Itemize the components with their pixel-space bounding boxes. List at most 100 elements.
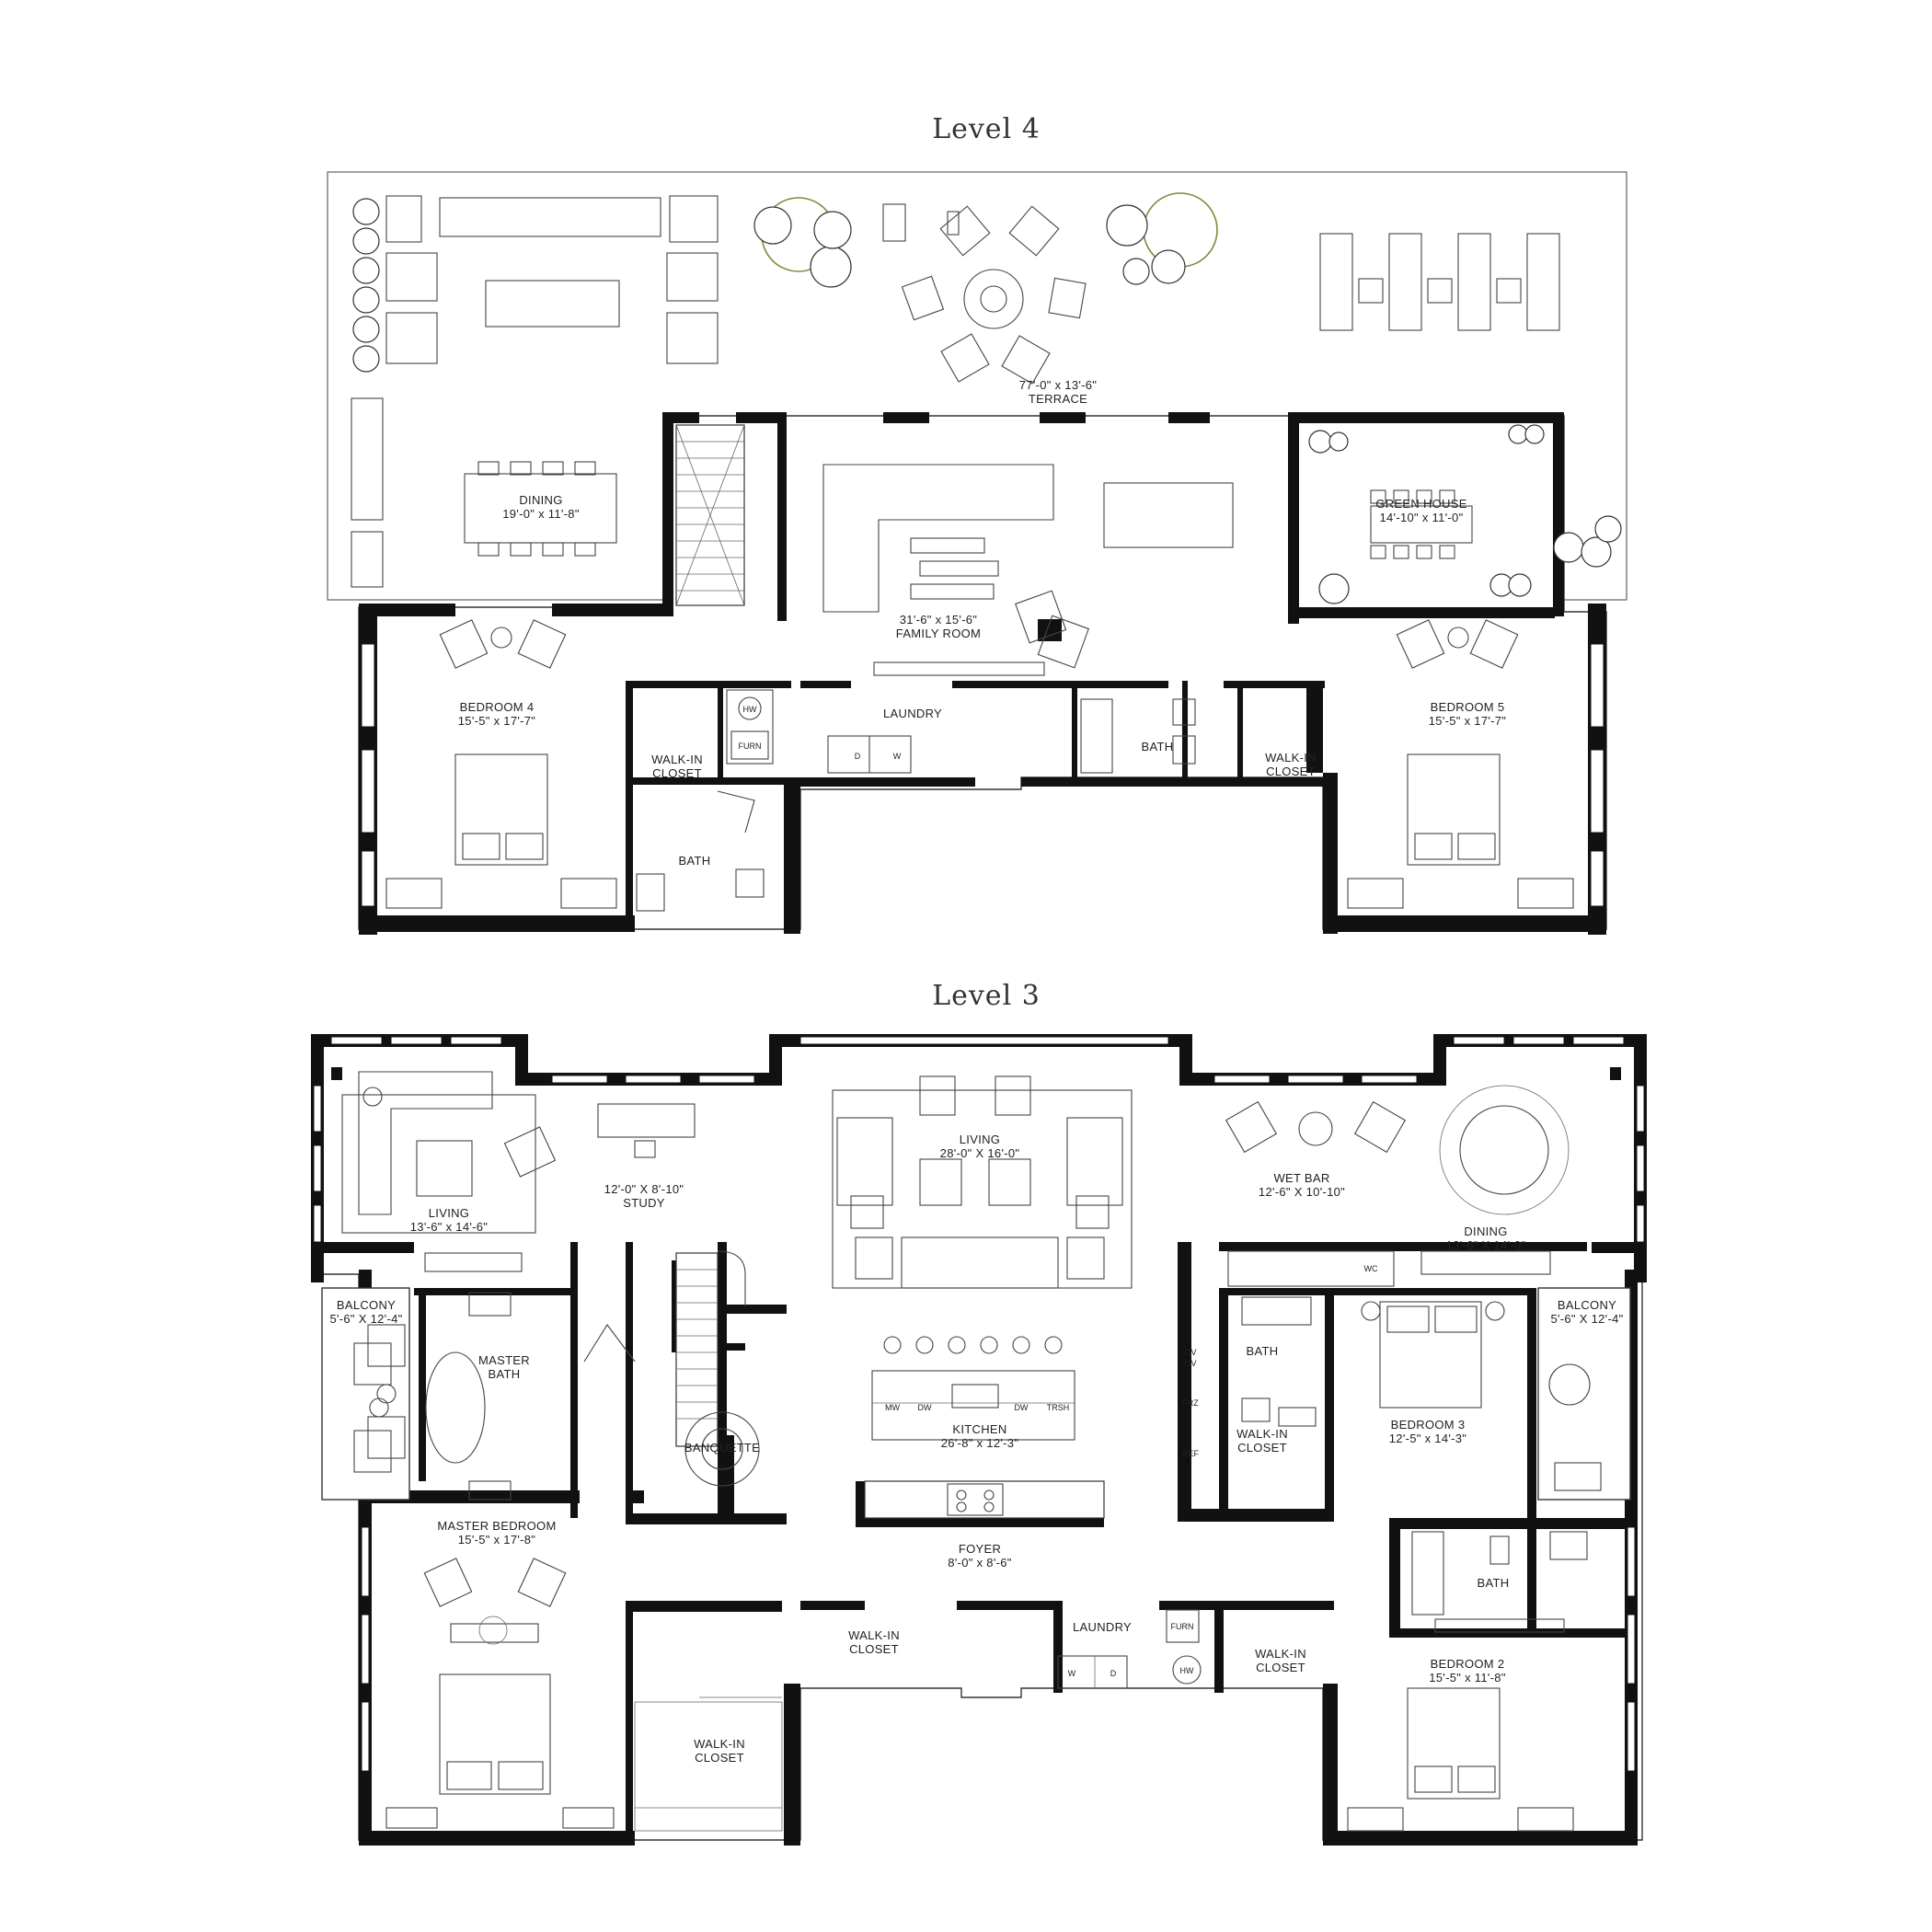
bedroom-2-furniture xyxy=(1347,1531,1588,1832)
central-living-label: LIVING xyxy=(960,1133,1000,1146)
level-3-dining-dimension: 13'-6" X 14'-0" xyxy=(1446,1238,1526,1252)
level-3-bath-4-label: BATH xyxy=(1478,1576,1510,1590)
bedroom-5-dimension: 15'-5" x 17'-7" xyxy=(1429,714,1507,728)
bedroom-4-label: BEDROOM 4 xyxy=(460,700,535,714)
level-3-appliance-labels: MW DW DW TRSH WC OV OV FRZ REF FURN W D … xyxy=(885,1264,1378,1678)
walk-in-closet-3-label-2: CLOSET xyxy=(1237,1441,1287,1455)
kitchen-label: KITCHEN xyxy=(952,1422,1006,1436)
terrace-label: TERRACE xyxy=(1029,392,1087,406)
level-4-bath-2-label: BATH xyxy=(1142,740,1174,753)
bedroom-4-furniture xyxy=(385,619,617,909)
level-3-dryer-label: D xyxy=(1110,1669,1117,1678)
level-4-service-fixtures xyxy=(636,689,1196,912)
central-living-dimension: 28'-0" X 16'-0" xyxy=(940,1146,1020,1160)
central-living-furniture xyxy=(832,1075,1133,1289)
level-4-laundry-label: LAUNDRY xyxy=(883,707,942,720)
wet-bar-label: WET BAR xyxy=(1273,1171,1329,1185)
level-4-dryer-label: D xyxy=(855,752,861,761)
green-house-label: GREEN HOUSE xyxy=(1375,497,1466,511)
bedroom-4-dimension: 15'-5" x 17'-7" xyxy=(458,714,536,728)
oven-1-label: OV xyxy=(1184,1348,1196,1357)
level-4-hw-label: HW xyxy=(743,705,757,714)
dishwasher-2-label: DW xyxy=(1015,1403,1029,1412)
trash-label: TRSH xyxy=(1047,1403,1070,1412)
master-bath-label-2: BATH xyxy=(489,1367,521,1381)
level-4-furn-label: FURN xyxy=(739,742,762,751)
level-3-washer-label: W xyxy=(1068,1669,1076,1678)
kitchen-dimension: 26'-8" x 12'-3" xyxy=(941,1436,1019,1450)
master-bedroom-dimension: 15'-5" x 17'-8" xyxy=(458,1533,536,1547)
banquette-label: BANQUETTE xyxy=(684,1441,760,1455)
dishwasher-1-label: DW xyxy=(918,1403,932,1412)
foyer-dimension: 8'-0" x 8'-6" xyxy=(948,1556,1011,1570)
foyer-label: FOYER xyxy=(959,1542,1001,1556)
level-3-laundry-fixtures xyxy=(1057,1609,1202,1689)
oven-2-label: OV xyxy=(1184,1359,1196,1368)
bedroom-5-label: BEDROOM 5 xyxy=(1431,700,1505,714)
west-balcony-outline xyxy=(321,1287,410,1501)
terrace-planters xyxy=(352,192,1622,568)
level-4-title: Level 4 xyxy=(932,113,1041,145)
walk-in-closet-2-label: WALK-IN xyxy=(1265,751,1317,765)
level-3-bath-3-label: BATH xyxy=(1247,1344,1279,1358)
walk-in-closet-4-label: WALK-IN xyxy=(848,1628,900,1642)
level-4-bath-1-label: BATH xyxy=(679,854,711,868)
east-balcony-outline xyxy=(1537,1287,1631,1501)
level-4-windows xyxy=(361,643,1604,907)
walk-in-closet-5-label: WALK-IN xyxy=(694,1737,745,1751)
family-room-label: FAMILY ROOM xyxy=(896,627,981,640)
west-balcony-label: BALCONY xyxy=(337,1298,396,1312)
west-balcony-dimension: 5'-6" X 12'-4" xyxy=(329,1312,402,1326)
west-living-furniture xyxy=(341,1071,696,1272)
east-balcony-dimension: 5'-6" X 12'-4" xyxy=(1550,1312,1623,1326)
east-balcony-label: BALCONY xyxy=(1558,1298,1616,1312)
walk-in-closet-6-label: WALK-IN xyxy=(1255,1647,1306,1661)
bedroom-3-dimension: 12'-5" x 14'-3" xyxy=(1389,1432,1467,1445)
kitchen-fixtures xyxy=(864,1336,1105,1519)
level-4-room-labels: 77'-0" x 13'-6" TERRACE DINING 19'-0" x … xyxy=(458,378,1507,868)
wet-bar-dining-furniture xyxy=(1225,1085,1570,1287)
green-house-dimension: 14'-10" x 11'-0" xyxy=(1379,511,1463,524)
walk-in-closet-5-label-2: CLOSET xyxy=(695,1751,744,1765)
level-3-dining-label: DINING xyxy=(1464,1225,1507,1238)
west-living-dimension: 13'-6" x 14'-6" xyxy=(410,1220,489,1234)
study-label: STUDY xyxy=(623,1196,665,1210)
bedroom-5-furniture xyxy=(1347,619,1574,909)
level-3-furn-label: FURN xyxy=(1171,1622,1194,1631)
master-bath-label: MASTER xyxy=(478,1353,530,1367)
level-4-dining-dimension: 19'-0" x 11'-8" xyxy=(502,507,580,521)
level-4-washer-label: W xyxy=(893,752,902,761)
freezer-label: FRZ xyxy=(1182,1398,1199,1408)
walk-in-closet-4-label-2: CLOSET xyxy=(849,1642,899,1656)
master-bedroom-label: MASTER BEDROOM xyxy=(437,1519,556,1533)
level-3-plan: LIVING 13'-6" x 14'-6" 12'-0" X 8'-10" S… xyxy=(311,1034,1647,1846)
level-4-dining-set xyxy=(464,461,617,557)
wine-cooler-label: WC xyxy=(1364,1264,1378,1273)
family-room-furniture xyxy=(822,464,1234,676)
terrace-lounge-furniture xyxy=(351,195,1560,588)
walk-in-closet-2-label-2: CLOSET xyxy=(1266,765,1316,778)
bedroom-3-furniture xyxy=(1241,1296,1505,1427)
balcony-furniture xyxy=(353,1342,1602,1491)
level-4-plan: 77'-0" x 13'-6" TERRACE DINING 19'-0" x … xyxy=(327,171,1627,935)
walk-in-closet-6-label-2: CLOSET xyxy=(1256,1661,1305,1674)
level-4-dining-label: DINING xyxy=(519,493,562,507)
level-4-stair xyxy=(675,424,745,606)
master-bath-fixtures xyxy=(367,1292,636,1501)
refrigerator-label: REF xyxy=(1182,1449,1200,1458)
family-room-dimension: 31'-6" x 15'-6" xyxy=(900,613,978,627)
terrace-dimension: 77'-0" x 13'-6" xyxy=(1019,378,1098,392)
walk-in-closet-3-label: WALK-IN xyxy=(1236,1427,1288,1441)
bedroom-2-dimension: 15'-5" x 11'-8" xyxy=(1429,1671,1506,1685)
level-3-laundry-label: LAUNDRY xyxy=(1073,1620,1132,1634)
walk-in-closet-1-label: WALK-IN xyxy=(651,753,703,766)
level-3-stair xyxy=(675,1250,760,1487)
level-3-windows xyxy=(313,1036,1645,1772)
level-3-room-labels: LIVING 13'-6" x 14'-6" 12'-0" X 8'-10" S… xyxy=(329,1133,1623,1765)
master-bedroom-furniture xyxy=(385,1558,783,1832)
level-3-title: Level 3 xyxy=(932,980,1041,1012)
study-dimension: 12'-0" X 8'-10" xyxy=(604,1182,684,1196)
microwave-label: MW xyxy=(885,1403,900,1412)
